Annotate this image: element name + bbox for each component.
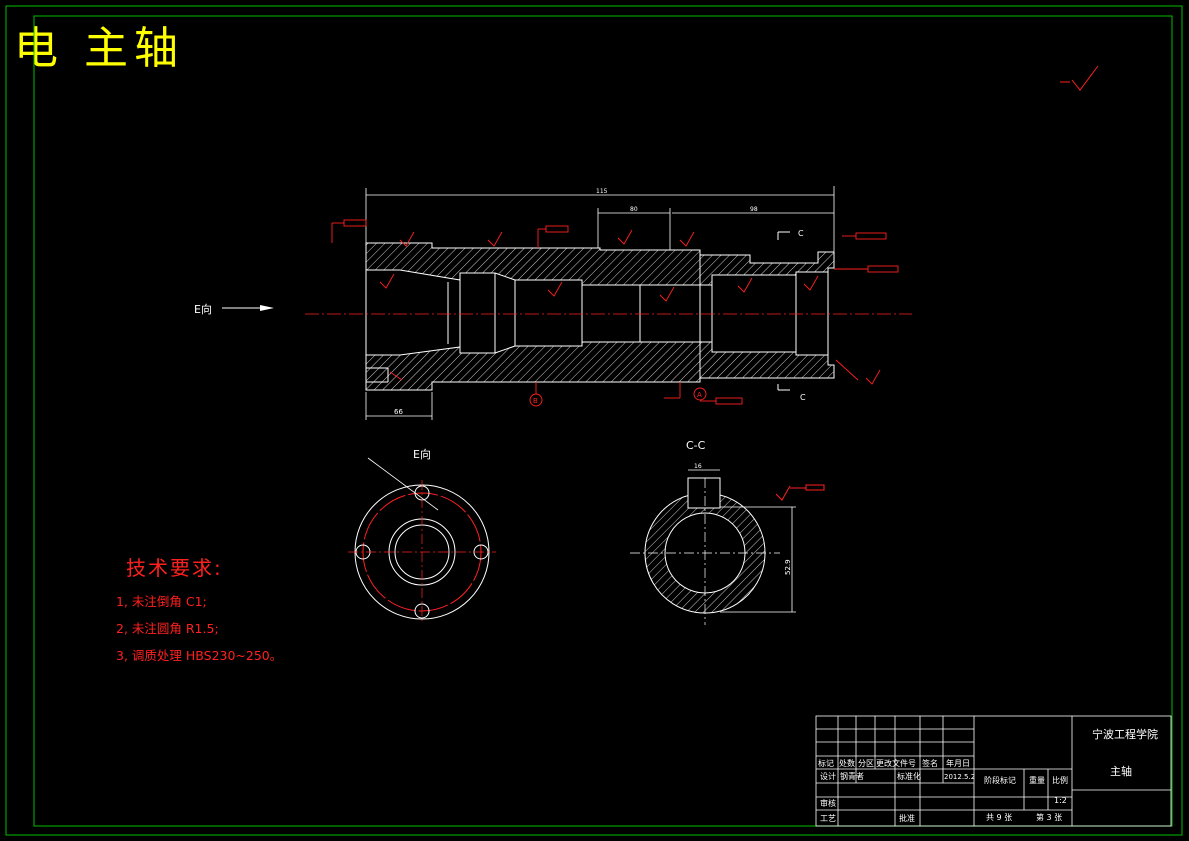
tb-designer: 钢青者: [840, 771, 864, 781]
c-section-view: [630, 469, 825, 625]
tech-requirements-title: 技术要求:: [126, 556, 223, 580]
datum-b-label: B: [533, 397, 538, 405]
c-section-ring: [644, 492, 766, 614]
shaft-dimensions: [365, 186, 835, 420]
tb-std-label: 标准化: [897, 771, 921, 781]
tech-item: 3, 调质处理 HBS230~250。: [116, 648, 283, 663]
dim-left-flange: 66: [394, 408, 403, 416]
tb-header-5: 年月日: [946, 758, 970, 768]
shaft-annotations: [331, 219, 899, 407]
title-block-grid: [815, 715, 1172, 827]
e-direction-arrow: [222, 305, 274, 311]
inner-border: [33, 15, 1173, 827]
tech-requirements: 技术要求: 1, 未注倒角 C1; 2, 未注圆角 R1.5; 3, 调质处理 …: [110, 552, 282, 672]
section-cut-markers: [777, 231, 790, 391]
e-view: [348, 457, 496, 622]
shaft-lower-wall: [365, 341, 835, 391]
tech-item: 2, 未注圆角 R1.5;: [116, 621, 219, 636]
title-block-text: 标记 处数 分区 更改文件号 签名 年月日 设计 钢青者 标准化 2012.5.…: [818, 727, 1158, 823]
tb-school: 宁波工程学院: [1092, 727, 1158, 741]
dim-overall: 115: [596, 188, 608, 195]
tb-date: 2012.5.2: [944, 773, 975, 781]
outer-border: [5, 5, 1183, 836]
tb-header-1: 处数: [839, 758, 855, 768]
shaft-upper-wall: [365, 242, 835, 286]
tb-header-4: 签名: [922, 758, 938, 768]
tb-design-label: 设计: [820, 771, 836, 781]
tb-stage-label: 阶段标记: [984, 775, 1016, 785]
tb-header-2: 分区: [858, 759, 874, 768]
tb-header-3: 更改文件号: [876, 758, 916, 768]
general-roughness-mark: [1060, 65, 1099, 91]
shaft-main-view: [305, 242, 912, 391]
tb-part-name: 主轴: [1110, 764, 1132, 778]
tb-scale-label: 比例: [1052, 775, 1068, 785]
datum-a-label: A: [697, 391, 702, 399]
cut-marker-bottom: C: [800, 393, 806, 402]
dim-seg-mid: 80: [630, 206, 638, 213]
page-title: 电 主轴: [14, 23, 184, 74]
tb-process-label: 工艺: [820, 814, 836, 823]
tb-scale: 1:2: [1054, 796, 1067, 805]
e-view-label: E向: [413, 447, 431, 461]
tb-sheets-total: 共 9 张: [986, 813, 1012, 822]
tb-weight-label: 重量: [1029, 775, 1045, 785]
dim-c-section-height: 52.9: [784, 559, 792, 575]
e-direction-label: E向: [194, 302, 212, 316]
tech-item: 1, 未注倒角 C1;: [116, 594, 207, 609]
tb-header-0: 标记: [818, 758, 834, 768]
tb-approve-label: 批准: [899, 813, 915, 823]
cut-marker-top: C: [798, 229, 804, 238]
section-label: C-C: [686, 439, 706, 452]
tb-review-label: 审核: [820, 798, 836, 808]
dim-c-key-width: 16: [694, 463, 702, 470]
dim-seg-right: 98: [750, 206, 758, 213]
tb-sheet-no: 第 3 张: [1036, 812, 1062, 822]
